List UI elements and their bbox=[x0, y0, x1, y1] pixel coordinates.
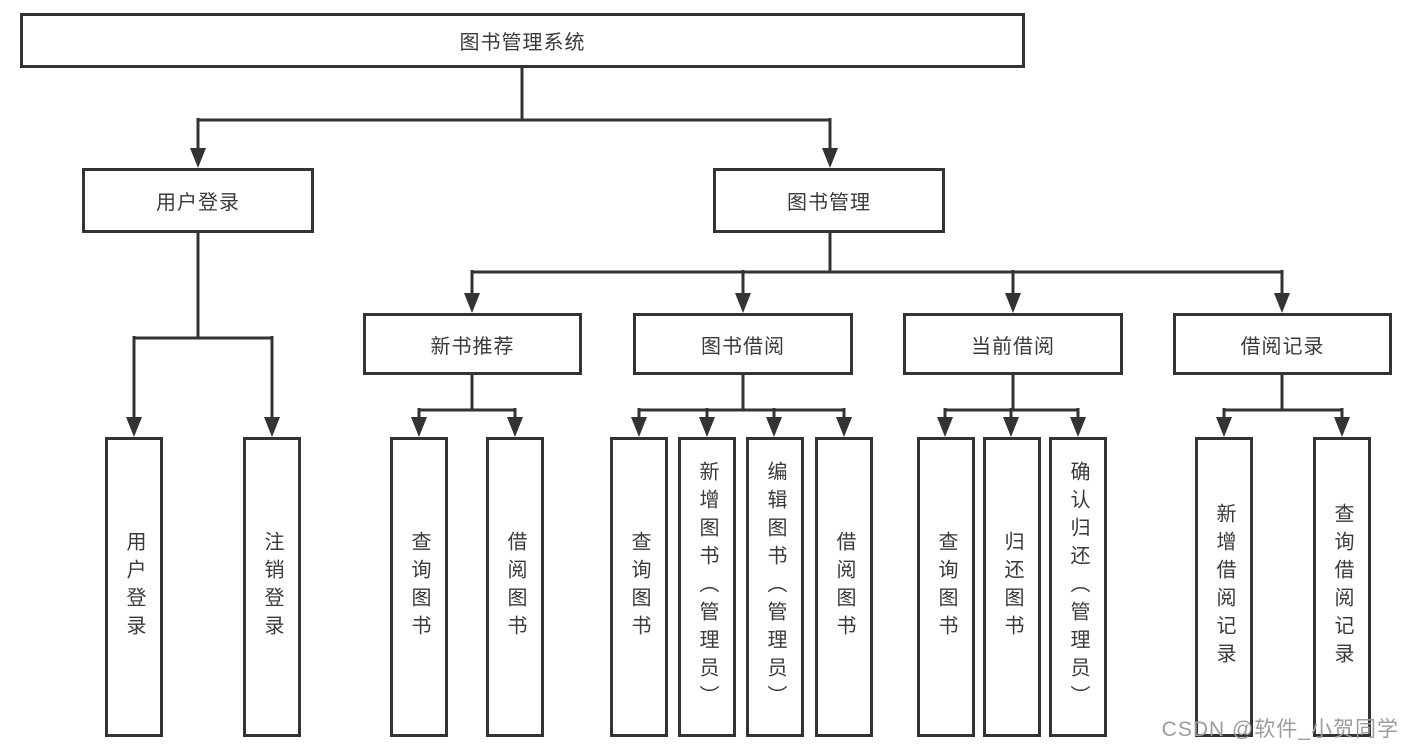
node-new-book-recommend: 新书推荐 bbox=[363, 313, 582, 375]
node-new-book-recommend-label: 新书推荐 bbox=[430, 335, 515, 358]
leaf-borrow-books-label: 借阅图书 bbox=[833, 531, 855, 643]
leaf-edit-books-admin: 编辑图书（管理员） bbox=[746, 437, 804, 737]
connector-user-login bbox=[132, 233, 274, 419]
connector-root bbox=[196, 66, 832, 150]
connector-new-book-recommend bbox=[417, 375, 517, 420]
node-book-management: 图书管理 bbox=[713, 168, 945, 233]
node-borrowing-records: 借阅记录 bbox=[1173, 313, 1392, 375]
leaf-logout: 注销登录 bbox=[243, 437, 301, 737]
leaf-add-books-admin: 新增图书（管理员） bbox=[678, 437, 736, 737]
leaf-query-borrow-record: 查询借阅记录 bbox=[1313, 437, 1371, 737]
leaf-query-books-borrowing: 查询图书 bbox=[610, 437, 668, 737]
node-book-borrowing-label: 图书借阅 bbox=[701, 335, 785, 358]
leaf-query-books-current-label: 查询图书 bbox=[935, 531, 957, 643]
leaf-confirm-return-admin-label: 确认归还（管理员） bbox=[1067, 461, 1089, 713]
leaf-query-books-borrowing-label: 查询图书 bbox=[628, 531, 650, 643]
leaf-return-books: 归还图书 bbox=[983, 437, 1041, 737]
leaf-query-books-recommend-label: 查询图书 bbox=[408, 531, 430, 643]
node-book-management-label: 图书管理 bbox=[787, 192, 871, 214]
leaf-borrow-books-recommend-label: 借阅图书 bbox=[504, 531, 526, 643]
connector-borrowing-records bbox=[1222, 375, 1344, 420]
leaf-return-books-label: 归还图书 bbox=[1001, 531, 1023, 643]
node-book-borrowing: 图书借阅 bbox=[633, 313, 853, 375]
leaf-query-borrow-record-label: 查询借阅记录 bbox=[1331, 503, 1353, 671]
connector-current-borrowing bbox=[943, 375, 1080, 420]
leaf-query-books-recommend: 查询图书 bbox=[390, 437, 448, 737]
leaf-edit-books-admin-label: 编辑图书（管理员） bbox=[764, 461, 786, 713]
node-user-login-label: 用户登录 bbox=[156, 192, 240, 214]
leaf-add-books-admin-label: 新增图书（管理员） bbox=[696, 461, 718, 713]
leaf-borrow-books: 借阅图书 bbox=[815, 437, 873, 737]
csdn-watermark: CSDN @软件_小贺同学 bbox=[1161, 718, 1399, 741]
connector-book-management bbox=[470, 233, 1284, 295]
node-root-label: 图书管理系统 bbox=[459, 32, 586, 54]
node-current-borrowing-label: 当前借阅 bbox=[971, 335, 1055, 358]
leaf-user-login-label: 用户登录 bbox=[123, 531, 145, 643]
leaf-borrow-books-recommend: 借阅图书 bbox=[486, 437, 544, 737]
node-user-login: 用户登录 bbox=[82, 168, 314, 233]
leaf-user-login: 用户登录 bbox=[105, 437, 163, 737]
leaf-query-books-current: 查询图书 bbox=[917, 437, 975, 737]
leaf-add-borrow-record-label: 新增借阅记录 bbox=[1213, 503, 1235, 671]
leaf-add-borrow-record: 新增借阅记录 bbox=[1195, 437, 1253, 737]
leaf-confirm-return-admin: 确认归还（管理员） bbox=[1049, 437, 1107, 737]
connector-book-borrowing bbox=[637, 375, 846, 420]
node-borrowing-records-label: 借阅记录 bbox=[1240, 335, 1325, 358]
leaf-logout-label: 注销登录 bbox=[261, 531, 283, 643]
node-current-borrowing: 当前借阅 bbox=[903, 313, 1123, 375]
node-root: 图书管理系统 bbox=[20, 13, 1025, 68]
